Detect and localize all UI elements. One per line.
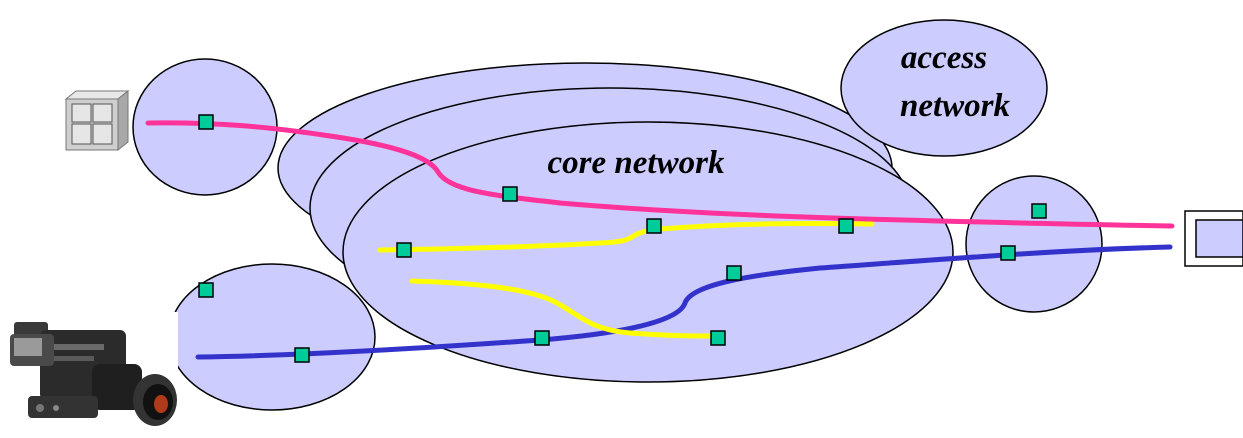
network-node [198, 282, 214, 298]
network-node [1031, 203, 1047, 219]
network-node [396, 242, 412, 258]
access-network-top-right [840, 19, 1048, 157]
nodes [198, 114, 1047, 363]
network-node [726, 265, 742, 281]
access-network-label-line2: network [900, 88, 1011, 124]
access-network-label-line1: access [901, 40, 987, 76]
blue-path [195, 244, 1173, 360]
network-node [294, 347, 310, 363]
network-node [502, 186, 518, 202]
server-icon [64, 89, 130, 152]
network-node [1000, 245, 1016, 261]
network-node [710, 330, 726, 346]
video-camera-icon [0, 312, 178, 438]
pink-path [145, 120, 1175, 229]
core-network-label: core network [548, 145, 725, 181]
core-network-layer-front [342, 121, 954, 383]
yellow-path-lower [409, 278, 721, 339]
display-terminal-icon [1184, 210, 1243, 267]
network-node [534, 330, 550, 346]
network-node [838, 218, 854, 234]
yellow-path-upper [377, 221, 875, 253]
network-node [198, 114, 214, 130]
access-network-right [965, 175, 1103, 313]
network-node [646, 218, 662, 234]
